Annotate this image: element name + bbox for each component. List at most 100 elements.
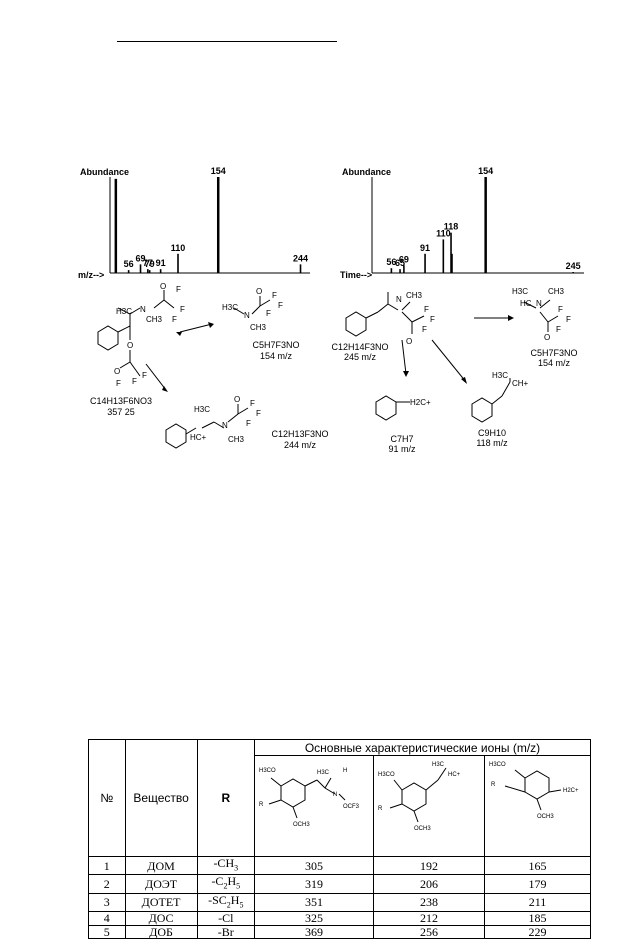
struct3-cell: H3CO R OCH3 H2C+ xyxy=(483,755,592,857)
ion2-value: 238 xyxy=(372,892,485,913)
ion3-value: 179 xyxy=(483,874,592,894)
svg-text:N: N xyxy=(222,421,228,430)
frag1-mz-left: 154 m/z xyxy=(260,351,293,361)
r-group: -CH3 xyxy=(196,855,255,876)
svg-text:N: N xyxy=(140,305,146,314)
svg-text:H: H xyxy=(343,768,347,774)
svg-text:OCF3: OCF3 xyxy=(343,804,360,810)
right-peak-label-4: 110 xyxy=(436,228,451,238)
svg-text:R: R xyxy=(491,782,496,788)
right-peak-label-5: 118 xyxy=(444,222,459,232)
ion3-value: 229 xyxy=(483,924,592,940)
benzene-ring xyxy=(97,325,119,351)
svg-text:CH3: CH3 xyxy=(146,315,163,324)
col-no-header: № xyxy=(88,739,126,857)
substance-name: ДОС xyxy=(124,911,198,926)
svg-text:O: O xyxy=(114,367,120,376)
xlabel-left: m/z--> xyxy=(78,270,104,280)
svg-text:H3CO: H3CO xyxy=(489,762,506,768)
svg-text:F: F xyxy=(132,377,137,386)
svg-text:CH3: CH3 xyxy=(548,287,565,296)
svg-text:F: F xyxy=(556,325,561,334)
substance-name: ДОТЕТ xyxy=(124,892,198,913)
row-number: 2 xyxy=(88,874,126,894)
substance-name: ДОМ xyxy=(124,855,198,876)
svg-text:F: F xyxy=(424,305,429,314)
svg-text:OCH3: OCH3 xyxy=(414,826,431,832)
ion2-value: 206 xyxy=(372,874,485,894)
r-group: -SC2H5 xyxy=(196,892,255,913)
left-peak-label-4: 91 xyxy=(156,258,166,268)
svg-text:O: O xyxy=(127,341,133,350)
svg-text:O: O xyxy=(406,337,412,346)
left-peak-label-8: 244 xyxy=(293,253,308,263)
ion3-value: 185 xyxy=(483,911,592,926)
right-peak-label-0: 56 xyxy=(386,257,396,267)
left-peak-label-3: 79 xyxy=(145,259,155,269)
r-group: -Br xyxy=(196,924,255,940)
svg-text:H3CO: H3CO xyxy=(378,772,395,778)
row-number: 1 xyxy=(88,855,126,876)
substance-name: ДОБ xyxy=(124,924,198,940)
row-number: 4 xyxy=(88,911,126,926)
svg-text:O: O xyxy=(160,282,166,291)
ion2-value: 256 xyxy=(372,924,485,940)
ion1-value: 369 xyxy=(253,924,374,940)
right-peak-label-7: 154 xyxy=(478,166,493,176)
parent-mass-right: 245 m/z xyxy=(344,352,377,362)
svg-text:H2C+: H2C+ xyxy=(563,788,579,794)
frag2-mz-right: 91 m/z xyxy=(388,444,416,454)
frag2-formula-right: C7H7 xyxy=(390,434,413,444)
svg-text:O: O xyxy=(234,395,240,404)
svg-text:F: F xyxy=(172,315,177,324)
svg-text:OCH3: OCH3 xyxy=(537,814,554,820)
svg-text:H3C: H3C xyxy=(512,287,528,296)
benzene-ring-right xyxy=(345,311,367,337)
frag2-mz-left: 244 m/z xyxy=(284,440,317,450)
svg-text:H3C: H3C xyxy=(492,371,508,380)
svg-text:O: O xyxy=(544,333,550,342)
left-peak-label-6: 110 xyxy=(171,243,186,253)
left-peak-label-7: 154 xyxy=(211,166,226,176)
svg-text:F: F xyxy=(256,409,261,418)
svg-text:O: O xyxy=(256,287,262,296)
ion2-value: 192 xyxy=(372,855,485,876)
col-substance-header: Вещество xyxy=(124,739,198,857)
ions-group-header: Основные характеристические ионы (m/z) xyxy=(253,739,592,756)
left-peak-label-0: 56 xyxy=(124,259,134,269)
svg-text:F: F xyxy=(266,309,271,318)
svg-text:F: F xyxy=(176,285,181,294)
svg-text:H3C: H3C xyxy=(116,307,132,316)
svg-text:F: F xyxy=(278,301,283,310)
parent-mass-left: 357 25 xyxy=(107,407,135,417)
ion1-value: 305 xyxy=(253,855,374,876)
svg-text:HC: HC xyxy=(520,299,532,308)
svg-text:F: F xyxy=(246,419,251,428)
svg-text:F: F xyxy=(430,315,435,324)
row-number: 5 xyxy=(88,924,126,940)
svg-text:H3C: H3C xyxy=(432,762,445,768)
svg-text:R: R xyxy=(378,806,383,812)
ion3-value: 165 xyxy=(483,855,592,876)
svg-text:H3C: H3C xyxy=(194,405,210,414)
svg-text:F: F xyxy=(272,291,277,300)
svg-text:F: F xyxy=(422,325,427,334)
svg-text:F: F xyxy=(116,379,121,388)
struct3: H3CO R OCH3 H2C+ xyxy=(489,762,579,820)
svg-text:CH3: CH3 xyxy=(406,291,423,300)
ion1-value: 325 xyxy=(253,911,374,926)
ions-table: № Вещество R Основные характеристические… xyxy=(88,739,592,940)
svg-text:N: N xyxy=(333,792,337,798)
right-peak-label-1: 65 xyxy=(395,258,405,268)
left-peak-label-2: 77 xyxy=(143,258,153,268)
svg-text:R: R xyxy=(259,802,264,808)
svg-text:F: F xyxy=(566,315,571,324)
frag1-formula-left: C5H7F3NO xyxy=(252,340,299,350)
